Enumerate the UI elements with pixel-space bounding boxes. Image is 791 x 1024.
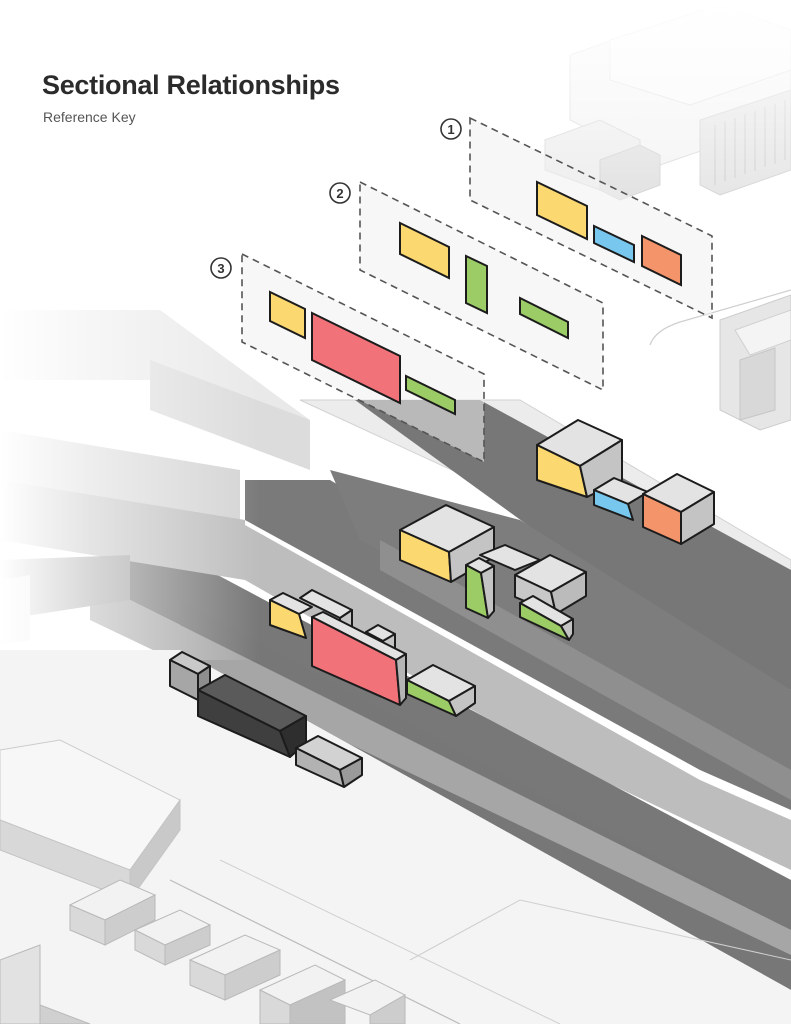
block-r1-blue [593, 489, 634, 521]
page-subtitle: Reference Key [43, 109, 136, 125]
page-title: Sectional Relationships [42, 70, 340, 100]
panel2-green-low [519, 296, 569, 340]
panel1-orange [641, 234, 682, 287]
massing-row-2 [399, 504, 587, 641]
panel3-red [311, 311, 401, 405]
section-panel-2 [359, 180, 604, 392]
svg-text:2: 2 [336, 186, 343, 201]
context-building-right [649, 289, 791, 431]
panel3-green [405, 374, 456, 416]
massing-row-3 [269, 589, 476, 717]
panel1-blue [593, 224, 635, 264]
svg-text:3: 3 [217, 261, 224, 276]
massing-dark-buildings [169, 651, 363, 788]
panel2-green-tall [465, 254, 488, 315]
section-panel-3 [241, 252, 485, 464]
panel1-yellow [536, 180, 588, 241]
svg-text:1: 1 [447, 122, 454, 137]
context-bottom-left [0, 650, 791, 1024]
key-marker-1: 1 [440, 118, 462, 140]
block-r3-yellow [269, 599, 307, 639]
context-left-faded [0, 300, 310, 660]
massing-row-1 [536, 419, 715, 545]
section-panel-1 [469, 116, 713, 320]
key-marker-2: 2 [329, 182, 351, 204]
key-marker-3: 3 [210, 257, 232, 279]
panel2-yellow [399, 221, 450, 280]
panel3-yellow [269, 290, 306, 340]
